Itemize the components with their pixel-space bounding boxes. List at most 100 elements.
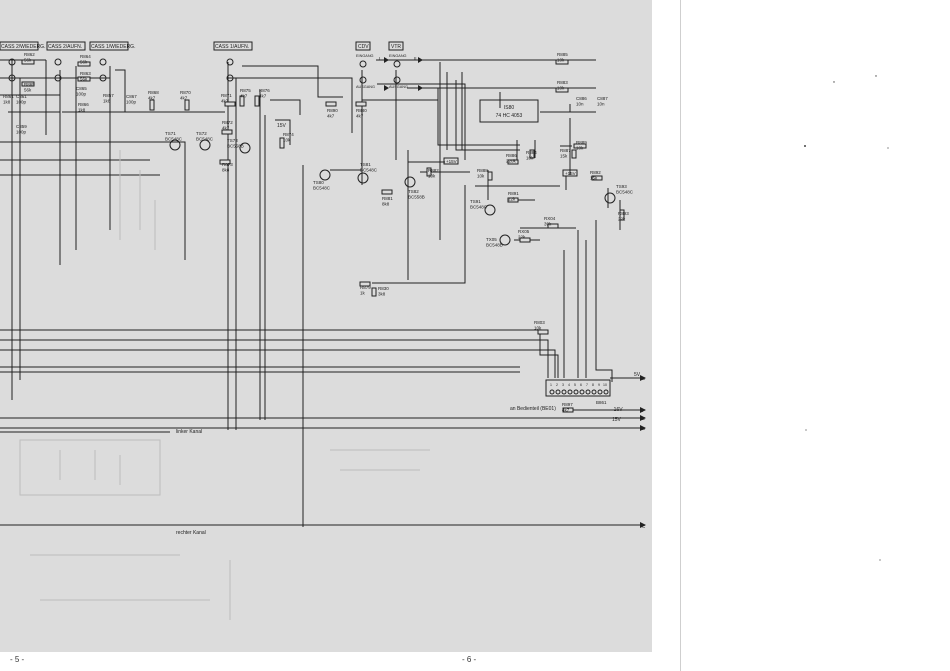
connector-pin-number: 8: [592, 383, 594, 387]
resistor-label-ref: RX04: [544, 216, 556, 221]
capacitor-label-value: 100p: [126, 100, 137, 105]
resistor-label-value: 3k8: [378, 292, 386, 297]
symbols: [0, 41, 646, 528]
transistor-label-ref: TS93: [616, 184, 627, 189]
resistor-label-ref: R873: [222, 162, 233, 167]
resistor-label-ref: R861: [3, 94, 14, 99]
resistor-label-value: 4k7: [240, 94, 248, 99]
resistor-label-value: 10k: [526, 156, 534, 161]
resistor-label-ref: R885: [557, 52, 568, 57]
capacitor-label-value: 100p: [16, 100, 27, 105]
resistor-label-value: 10k: [576, 146, 584, 151]
resistor-label-ref: R864: [80, 54, 91, 59]
resistor-label-value: 15k: [560, 154, 568, 159]
resistor-label-value: 1k: [360, 291, 366, 296]
transistor-label-value: BC548C: [616, 190, 634, 195]
capacitor-label-ref: C859: [16, 124, 27, 129]
resistor-label-ref: R893: [618, 211, 629, 216]
transistor-label-value: BC548C: [165, 137, 183, 142]
capacitor-label-ref: C887: [597, 96, 608, 101]
page-number-left: - 5 -: [10, 655, 25, 664]
transistor-label-ref: TS81: [360, 162, 371, 167]
ic-part: 74 HC 4053: [496, 113, 523, 119]
transistor-label-ref: TX05: [486, 237, 497, 242]
resistor-label-value: 56k: [80, 60, 88, 65]
net-label: 5V: [634, 372, 641, 378]
capacitor-label-value: 100p: [16, 130, 27, 135]
transistor-label-value: BC548C: [360, 168, 378, 173]
resistor-label-ref: R890: [327, 108, 338, 113]
resistor-label-value: 4k7: [356, 114, 364, 119]
connector-pin-number: 4: [568, 383, 570, 387]
terminal-label: E: [642, 416, 645, 421]
resistor-label-ref: R868: [148, 90, 159, 95]
transistor-label-value: BC548C: [196, 137, 214, 142]
header-label: CDV: [358, 44, 369, 50]
resistor-label-value: 4k7: [148, 96, 156, 101]
header-label: CASS 2/WIEDERG.: [1, 44, 45, 50]
resistor-label-ref: R879: [360, 285, 371, 290]
transistor-label-ref: TS82: [408, 189, 419, 194]
resistor-label-ref: R830: [378, 286, 389, 291]
transistor-label-value: BC548C: [470, 205, 488, 210]
ic-ref: IS80: [504, 105, 515, 111]
transistor-label-ref: TS73: [227, 138, 238, 143]
resistor-label-value: 39k: [544, 222, 552, 227]
resistor-label-value: 4k7: [180, 96, 188, 101]
resistor-label-ref: R892: [590, 170, 601, 175]
resistor-label-ref: R862: [24, 52, 35, 57]
transistor-label-value: BC558B: [227, 144, 244, 149]
transistor-label-ref: TS72: [196, 131, 207, 136]
transistor-label-ref: TS91: [470, 199, 481, 204]
scan-specks: [804, 75, 889, 561]
io-label: EINGANG: [356, 54, 374, 58]
resistor-label-ref: R881: [382, 196, 393, 201]
connector-pin-number: 2: [556, 383, 558, 387]
resistor-label-ref: R897: [562, 402, 573, 407]
resistor-label-value: 4k7: [259, 94, 267, 99]
resistor-label-value: 10k: [557, 58, 565, 63]
io-label: AUSGANG: [389, 85, 408, 89]
connector-pin-number: 10: [603, 383, 607, 387]
resistor-label-ref: R863: [80, 71, 91, 76]
resistor-label-value: 56k: [24, 88, 32, 93]
wires: [0, 59, 640, 527]
capacitor-label-ref: C886: [576, 96, 587, 101]
background-ghost-print: [19, 150, 430, 620]
resistor-label-ref: R874: [283, 132, 294, 137]
capacitor-label-value: 100p: [76, 92, 87, 97]
resistor-label-value: 4k7: [562, 408, 570, 413]
blank-page: [681, 0, 950, 671]
connector-pin-number: 1: [550, 383, 552, 387]
capacitor-label-value: 10n: [597, 102, 605, 107]
connector-pin-number: 5: [574, 383, 576, 387]
capacitor-label-ref: C865: [76, 86, 87, 91]
resistor-label-value: 4k7: [222, 126, 230, 131]
resistor-label-value: 1k8: [3, 100, 11, 105]
channel-label: rechter Kanal: [176, 530, 206, 536]
terminal-label: D: [642, 426, 646, 431]
connector-pin-number: 9: [598, 383, 600, 387]
resistor-label-value: 4k7: [327, 114, 335, 119]
resistor-label-value: 4k7: [221, 99, 229, 104]
io-numeral: I: [379, 56, 380, 61]
header-label: VTR: [391, 44, 401, 50]
resistor-label-value: 22k: [618, 217, 626, 222]
resistor-label-value: 56k: [24, 58, 32, 63]
resistor-label-value: 8k8: [382, 202, 390, 207]
resistor-label-value: 10k: [534, 326, 542, 331]
resistor-label-value: 220k: [506, 159, 517, 164]
resistor-label-ref: R803: [534, 320, 545, 325]
transistor-label-value: BC558B: [408, 195, 425, 200]
resistor-label-value: 10k: [428, 174, 436, 179]
header-label: CASS 2/AUFN.: [48, 44, 82, 50]
io-label: AUSGANG: [356, 85, 375, 89]
resistor-label-value: 10k: [477, 174, 485, 179]
resistor-label-ref: R884: [526, 150, 537, 155]
capacitor-label-value: 10n: [576, 102, 584, 107]
terminal-label: S: [642, 376, 645, 381]
resistor-label-value: 15k: [590, 176, 598, 181]
net-label: +15V: [565, 171, 576, 176]
resistor-label-value: 22k: [518, 235, 526, 240]
